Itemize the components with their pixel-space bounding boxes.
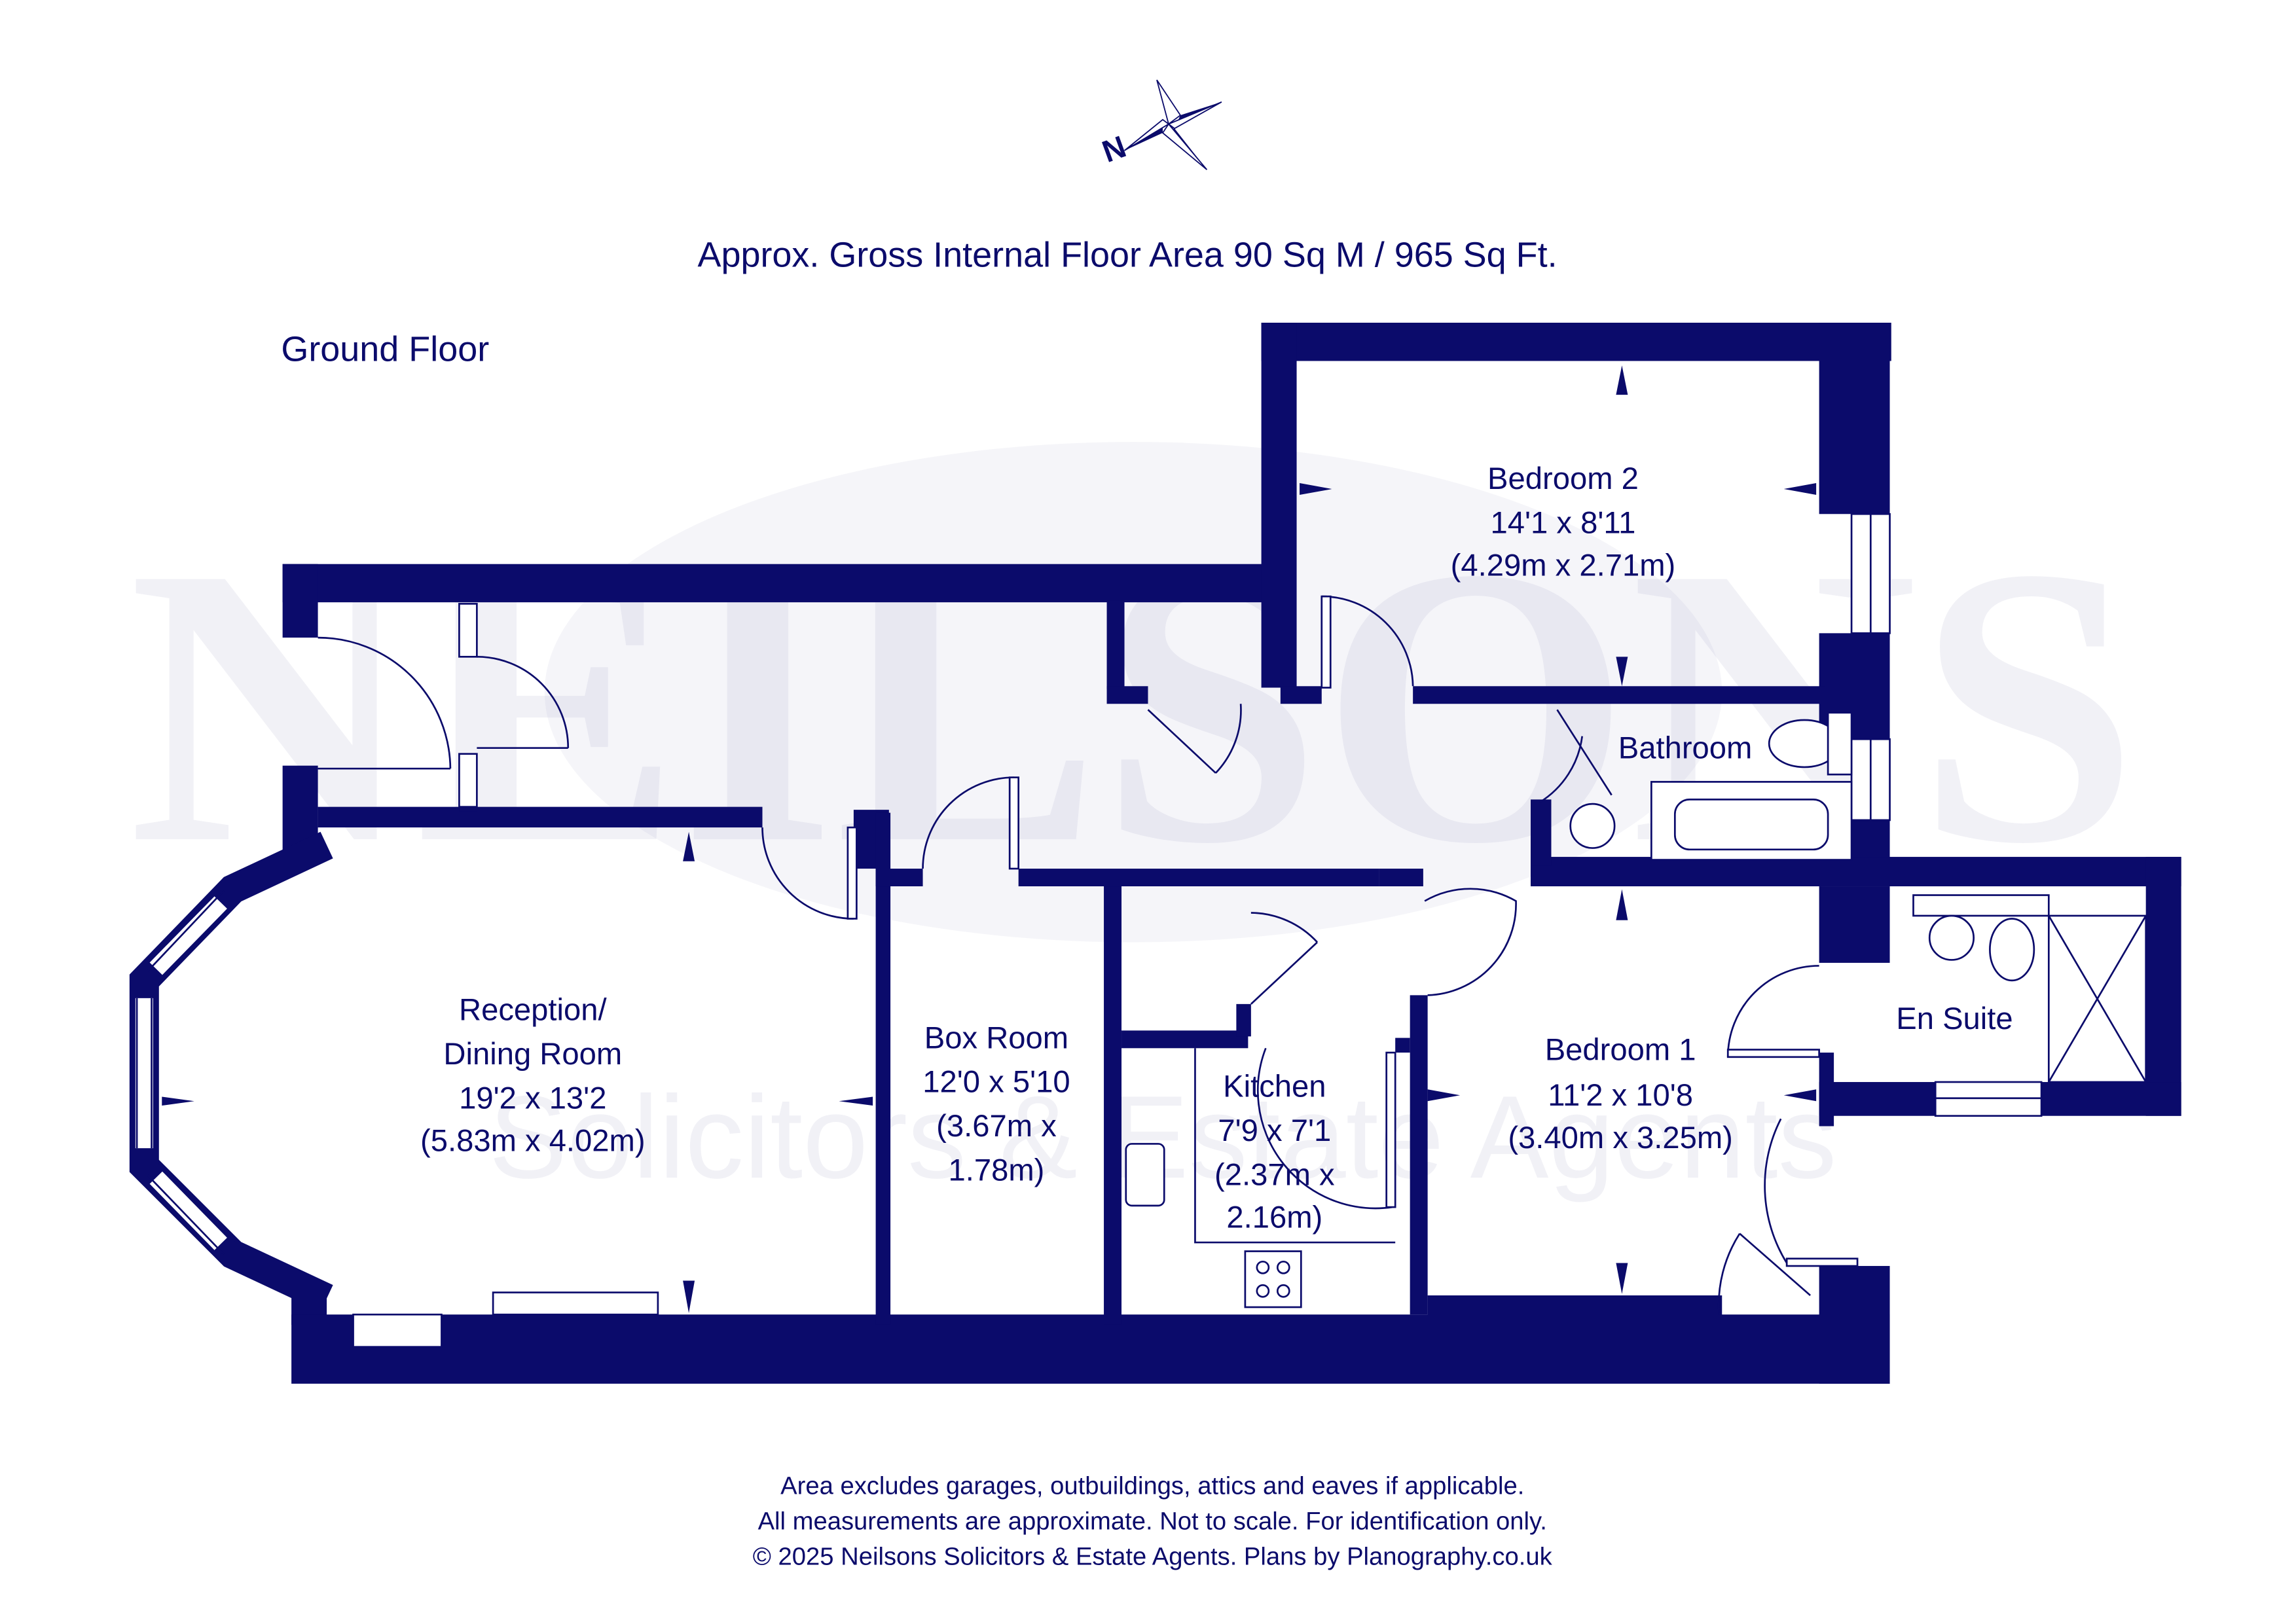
footer-line: Area excludes garages, outbuildings, att… — [780, 1471, 1524, 1500]
footer-line: All measurements are approximate. Not to… — [758, 1507, 1547, 1535]
room-size-metric: (3.67m x — [936, 1109, 1057, 1144]
room-name: Bathroom — [1618, 731, 1753, 765]
fireplace-icon — [492, 1291, 659, 1316]
ensuite-toilet-icon — [1989, 918, 2035, 982]
room-name: Bedroom 1 — [1545, 1032, 1696, 1067]
sink-icon — [1125, 1143, 1165, 1207]
room-name: Kitchen — [1223, 1070, 1326, 1104]
room-bathroom: Bathroom — [1618, 731, 1753, 765]
room-bedroom-1: Bedroom 1 11'2 x 10'8 (3.40m x 3.25m) — [1508, 1032, 1733, 1155]
room-name: Dining Room — [443, 1037, 622, 1072]
footer-copyright: © 2025 Neilsons Solicitors & Estate Agen… — [753, 1542, 1553, 1570]
kitchen-counter — [1194, 1048, 1396, 1244]
room-size-metric: 2.16m) — [1226, 1200, 1322, 1235]
room-kitchen: Kitchen 7'9 x 7'1 (2.37m x 2.16m) — [1214, 1070, 1335, 1235]
footer-notes: Area excludes garages, outbuildings, att… — [753, 1471, 1553, 1570]
room-en-suite: En Suite — [1896, 1001, 2013, 1036]
room-size-metric: (3.40m x 3.25m) — [1508, 1121, 1733, 1155]
compass-north-label: N — [1098, 130, 1131, 170]
compass-icon: N — [1098, 79, 1222, 170]
room-size-imperial: 12'0 x 5'10 — [922, 1065, 1070, 1100]
room-name: Box Room — [924, 1020, 1068, 1055]
area-title: Approx. Gross Internal Floor Area 90 Sq … — [697, 236, 1557, 275]
room-name: Reception/ — [459, 993, 607, 1028]
bath-icon — [1650, 781, 1853, 861]
windows — [135, 513, 2043, 1348]
ensuite-basin-icon — [1928, 914, 1975, 961]
fixtures — [492, 712, 2147, 1316]
room-size-metric: (2.37m x — [1214, 1157, 1335, 1192]
dimension-arrows — [162, 365, 1817, 1313]
room-name: En Suite — [1896, 1001, 2013, 1036]
room-box-room: Box Room 12'0 x 5'10 (3.67m x 1.78m) — [922, 1020, 1070, 1187]
walls — [129, 323, 2181, 1384]
room-size-metric: 1.78m) — [949, 1153, 1045, 1188]
doors — [318, 595, 1859, 1315]
room-size-metric: (5.83m x 4.02m) — [420, 1124, 646, 1159]
basin-icon — [1569, 803, 1616, 849]
room-size-imperial: 14'1 x 8'11 — [1491, 505, 1636, 540]
floor-label: Ground Floor — [281, 329, 489, 369]
room-size-imperial: 11'2 x 10'8 — [1548, 1078, 1693, 1113]
room-size-metric: (4.29m x 2.71m) — [1451, 549, 1676, 583]
room-size-imperial: 19'2 x 13'2 — [459, 1081, 606, 1115]
hob-icon — [1244, 1250, 1302, 1308]
room-bedroom-2: Bedroom 2 14'1 x 8'11 (4.29m x 2.71m) — [1451, 461, 1676, 583]
room-size-imperial: 7'9 x 7'1 — [1218, 1113, 1331, 1148]
room-reception: Reception/ Dining Room 19'2 x 13'2 (5.83… — [420, 993, 646, 1159]
room-name: Bedroom 2 — [1487, 461, 1639, 496]
